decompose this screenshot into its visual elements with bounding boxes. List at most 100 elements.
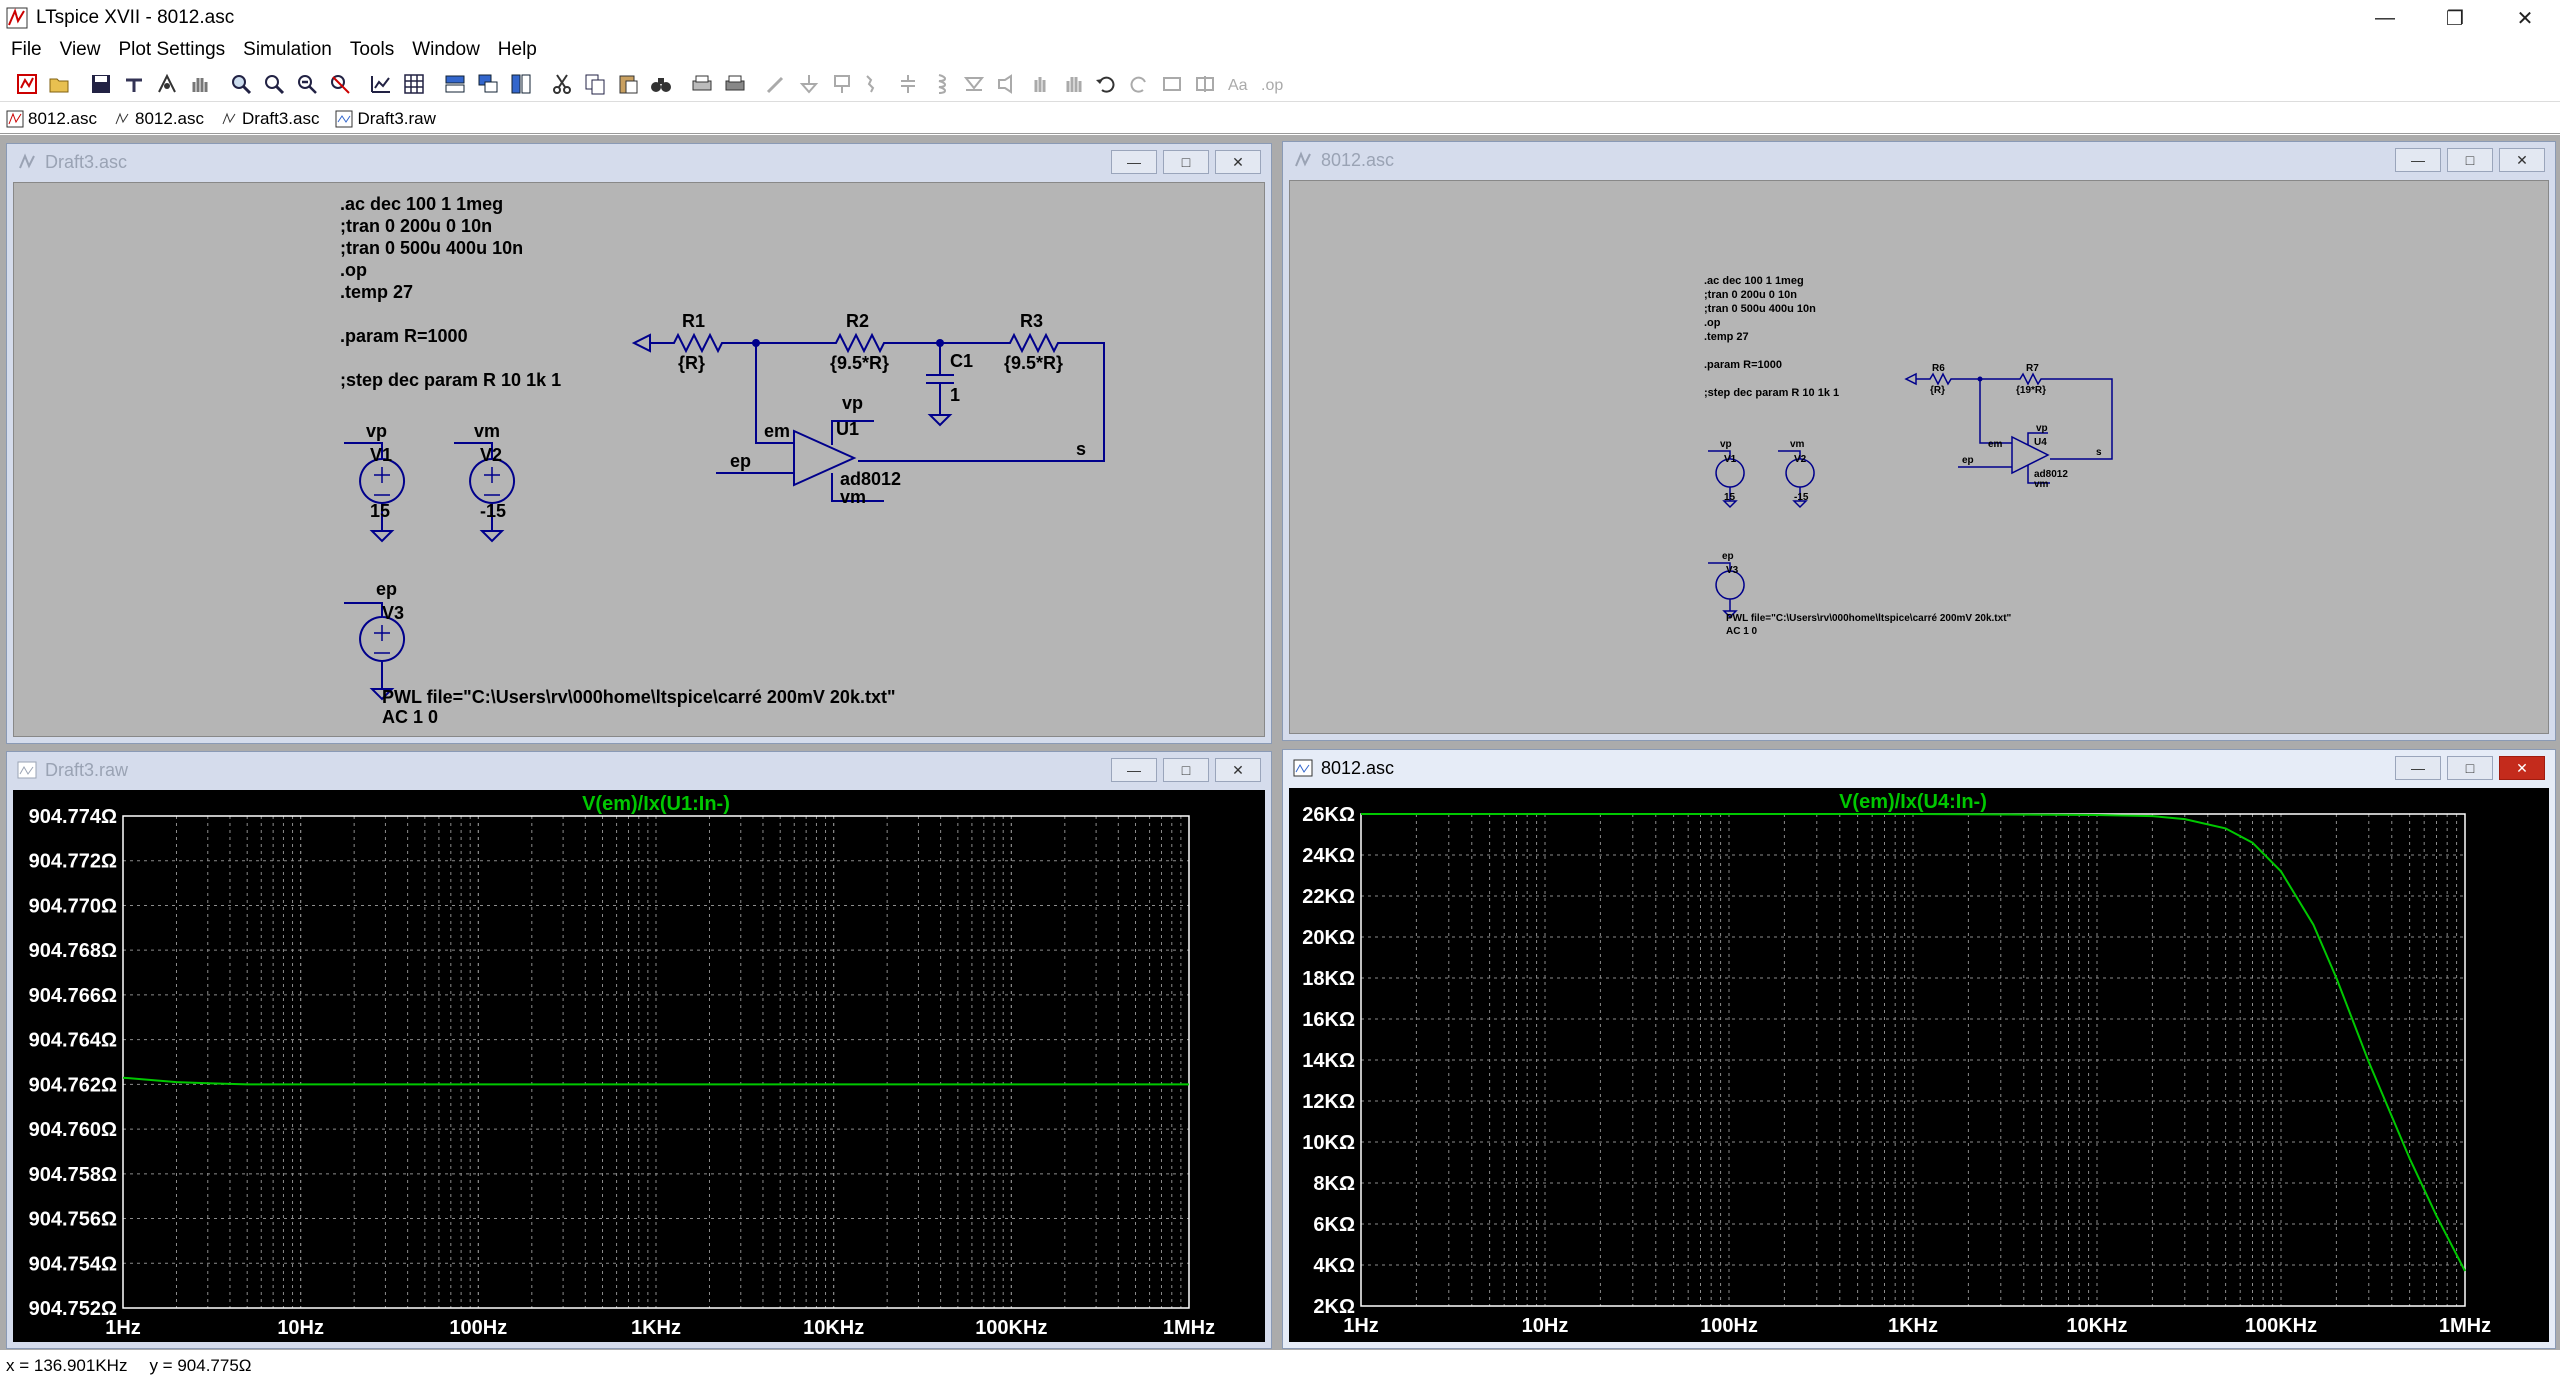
open-icon[interactable] (45, 69, 75, 99)
net-label: ep (730, 451, 751, 471)
trace-line (1361, 813, 2466, 1272)
menu-plot-settings[interactable]: Plot Settings (118, 39, 226, 60)
paste-icon[interactable] (613, 69, 643, 99)
restore-icon[interactable]: ❐ (2446, 7, 2464, 30)
y-tick-label: 904.768Ω (29, 940, 117, 962)
close-icon[interactable]: ✕ (2516, 7, 2534, 30)
maximize-icon[interactable]: □ (2447, 148, 2493, 172)
component-icon[interactable] (992, 69, 1022, 99)
y-tick-label: 4KΩ (1313, 1255, 1355, 1277)
control-panel-icon[interactable] (119, 69, 149, 99)
schematic-canvas[interactable]: .ac dec 100 1 1meg ;tran 0 200u 0 10n ;t… (1289, 180, 2549, 734)
print-preview-icon[interactable] (687, 69, 717, 99)
autorange-icon[interactable] (366, 69, 396, 99)
mirror-icon[interactable] (1190, 69, 1220, 99)
directive-line: ;tran 0 200u 0 10n (1704, 289, 1797, 301)
diode-icon[interactable] (959, 69, 989, 99)
y-tick-label: 904.752Ω (29, 1298, 117, 1320)
draw-wire-icon[interactable] (761, 69, 791, 99)
minimize-icon[interactable]: — (1111, 150, 1157, 174)
text-icon[interactable]: Aa (1223, 69, 1253, 99)
menu-view[interactable]: View (59, 39, 101, 60)
menu-tools[interactable]: Tools (349, 39, 395, 60)
print-icon[interactable] (720, 69, 750, 99)
menu-file[interactable]: File (11, 39, 42, 60)
plot-chart[interactable]: 26KΩ24KΩ22KΩ20KΩ18KΩ16KΩ14KΩ12KΩ10KΩ8KΩ6… (1289, 788, 2549, 1342)
tab-draft3-asc[interactable]: Draft3.asc (220, 109, 319, 129)
tab-label: Draft3.raw (357, 108, 436, 128)
tab-8012-asc-2[interactable]: 8012.asc (113, 109, 204, 129)
maximize-icon[interactable]: □ (2447, 756, 2493, 780)
minimize-icon[interactable]: — (2395, 148, 2441, 172)
close-icon[interactable]: ✕ (1215, 150, 1261, 174)
spice-directive-icon[interactable]: .op (1256, 69, 1286, 99)
cut-icon[interactable] (547, 69, 577, 99)
rotate-icon[interactable] (1157, 69, 1187, 99)
window-titlebar[interactable]: 8012.asc (1283, 750, 2555, 786)
component-value: {19*R} (2016, 385, 2046, 396)
copy-icon[interactable] (580, 69, 610, 99)
tab-8012-asc-1[interactable]: 8012.asc (6, 108, 97, 129)
net-label: vp (2036, 423, 2048, 434)
pan-icon[interactable] (185, 69, 215, 99)
plot-frame (122, 815, 1190, 1309)
directive-line: .ac dec 100 1 1meg (340, 194, 503, 214)
drag-icon[interactable] (1058, 69, 1088, 99)
window-titlebar[interactable]: 8012.asc (1283, 142, 2555, 178)
zoom-in-icon[interactable] (226, 69, 256, 99)
label-net-icon[interactable] (827, 69, 857, 99)
waveform-icon (335, 110, 353, 127)
close-icon[interactable]: ✕ (1215, 758, 1261, 782)
menu-window[interactable]: Window (412, 39, 480, 60)
maximize-icon[interactable]: □ (1163, 150, 1209, 174)
menu-help[interactable]: Help (497, 39, 537, 60)
schematic-icon (115, 112, 129, 124)
find-icon[interactable] (646, 69, 676, 99)
component-value: AC 1 0 (1726, 626, 1758, 637)
plot-chart[interactable]: 904.774Ω904.772Ω904.770Ω904.768Ω904.766Ω… (13, 790, 1265, 1342)
new-schematic-icon[interactable] (12, 69, 42, 99)
x-tick-label: 10KHz (2066, 1315, 2127, 1337)
zoom-out-icon[interactable] (292, 69, 322, 99)
ground-icon[interactable] (794, 69, 824, 99)
menu-simulation[interactable]: Simulation (243, 39, 332, 60)
trace-line (122, 1076, 1189, 1086)
tab-draft3-raw[interactable]: Draft3.raw (335, 108, 436, 129)
minimize-icon[interactable]: — (2395, 756, 2441, 780)
component-value: 15 (370, 501, 390, 521)
schematic-canvas[interactable]: .ac dec 100 1 1meg ;tran 0 200u 0 10n ;t… (13, 182, 1265, 737)
zoom-fit-icon[interactable] (325, 69, 355, 99)
net-label: vp (1720, 439, 1732, 450)
component-value: {9.5*R} (1004, 353, 1063, 373)
minimize-icon[interactable]: — (2375, 6, 2395, 29)
capacitor-icon[interactable] (893, 69, 923, 99)
component-ref: U4 (2034, 437, 2047, 448)
zoom-pan-icon[interactable] (259, 69, 289, 99)
minimize-icon[interactable]: — (1111, 758, 1157, 782)
schematic-window-8012[interactable]: 8012.asc —□✕ .ac dec 100 1 1meg ;tran 0 … (1282, 141, 2556, 741)
inductor-icon[interactable] (926, 69, 956, 99)
undo-icon[interactable] (1091, 69, 1121, 99)
grid-icon[interactable] (399, 69, 429, 99)
net-label: ep (1962, 455, 1974, 466)
document-tabs: 8012.asc 8012.asc Draft3.asc Draft3.raw (0, 104, 2560, 134)
move-icon[interactable] (1025, 69, 1055, 99)
redo-icon[interactable] (1124, 69, 1154, 99)
schematic-window-draft3[interactable]: Draft3.asc —□✕ .ac dec 100 1 1meg ;tran … (6, 143, 1272, 744)
run-icon[interactable] (152, 69, 182, 99)
window-titlebar[interactable]: Draft3.raw (7, 752, 1271, 788)
save-icon[interactable] (86, 69, 116, 99)
cascade-icon[interactable] (473, 69, 503, 99)
net-label: ep (376, 579, 397, 599)
tile-horizontal-icon[interactable] (440, 69, 470, 99)
close-icon[interactable]: ✕ (2499, 148, 2545, 172)
resistor-icon[interactable] (860, 69, 890, 99)
maximize-icon[interactable]: □ (1163, 758, 1209, 782)
close-icon[interactable]: ✕ (2499, 756, 2545, 780)
tile-vertical-icon[interactable] (506, 69, 536, 99)
window-titlebar[interactable]: Draft3.asc (7, 144, 1271, 180)
